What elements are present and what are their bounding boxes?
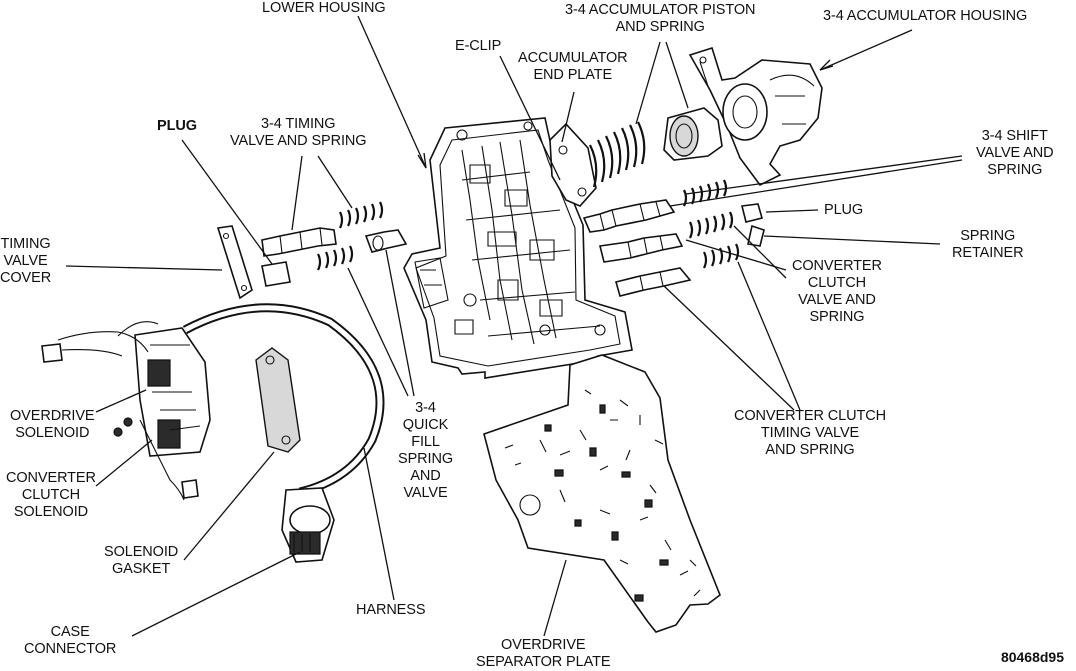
timing-valve-spring — [261, 201, 384, 257]
case-connector — [281, 487, 335, 563]
leader-lines — [65, 15, 963, 637]
label-harness: HARNESS — [356, 602, 426, 618]
harness — [182, 303, 385, 497]
plug-right — [741, 203, 763, 223]
label-e-clip: E-CLIP — [455, 38, 502, 54]
lower-housing — [403, 117, 633, 379]
label-plug-left: PLUG — [157, 118, 197, 134]
converter-clutch-timing-valve — [615, 243, 740, 297]
solenoid-assembly — [41, 321, 211, 501]
accumulator-piston — [663, 107, 723, 161]
overdrive-separator-plate — [483, 354, 721, 633]
label-lower-housing: LOWER HOUSING — [262, 0, 386, 16]
plug-left — [261, 261, 291, 287]
accumulator-end-plate — [549, 122, 597, 207]
label-accumulator-housing: 3-4 ACCUMULATOR HOUSING — [823, 8, 1028, 24]
spring-retainer — [747, 224, 765, 247]
accumulator-spring — [589, 121, 646, 188]
solenoid-gasket — [255, 347, 301, 453]
timing-valve-cover — [216, 225, 253, 300]
quick-fill-spring-valve — [317, 229, 408, 271]
shift-valve-spring — [582, 179, 728, 233]
converter-clutch-valve — [599, 211, 734, 263]
figure-id: 80468d95 — [1000, 649, 1064, 665]
label-plug-right: PLUG — [824, 202, 864, 218]
accumulator-housing — [688, 46, 823, 187]
